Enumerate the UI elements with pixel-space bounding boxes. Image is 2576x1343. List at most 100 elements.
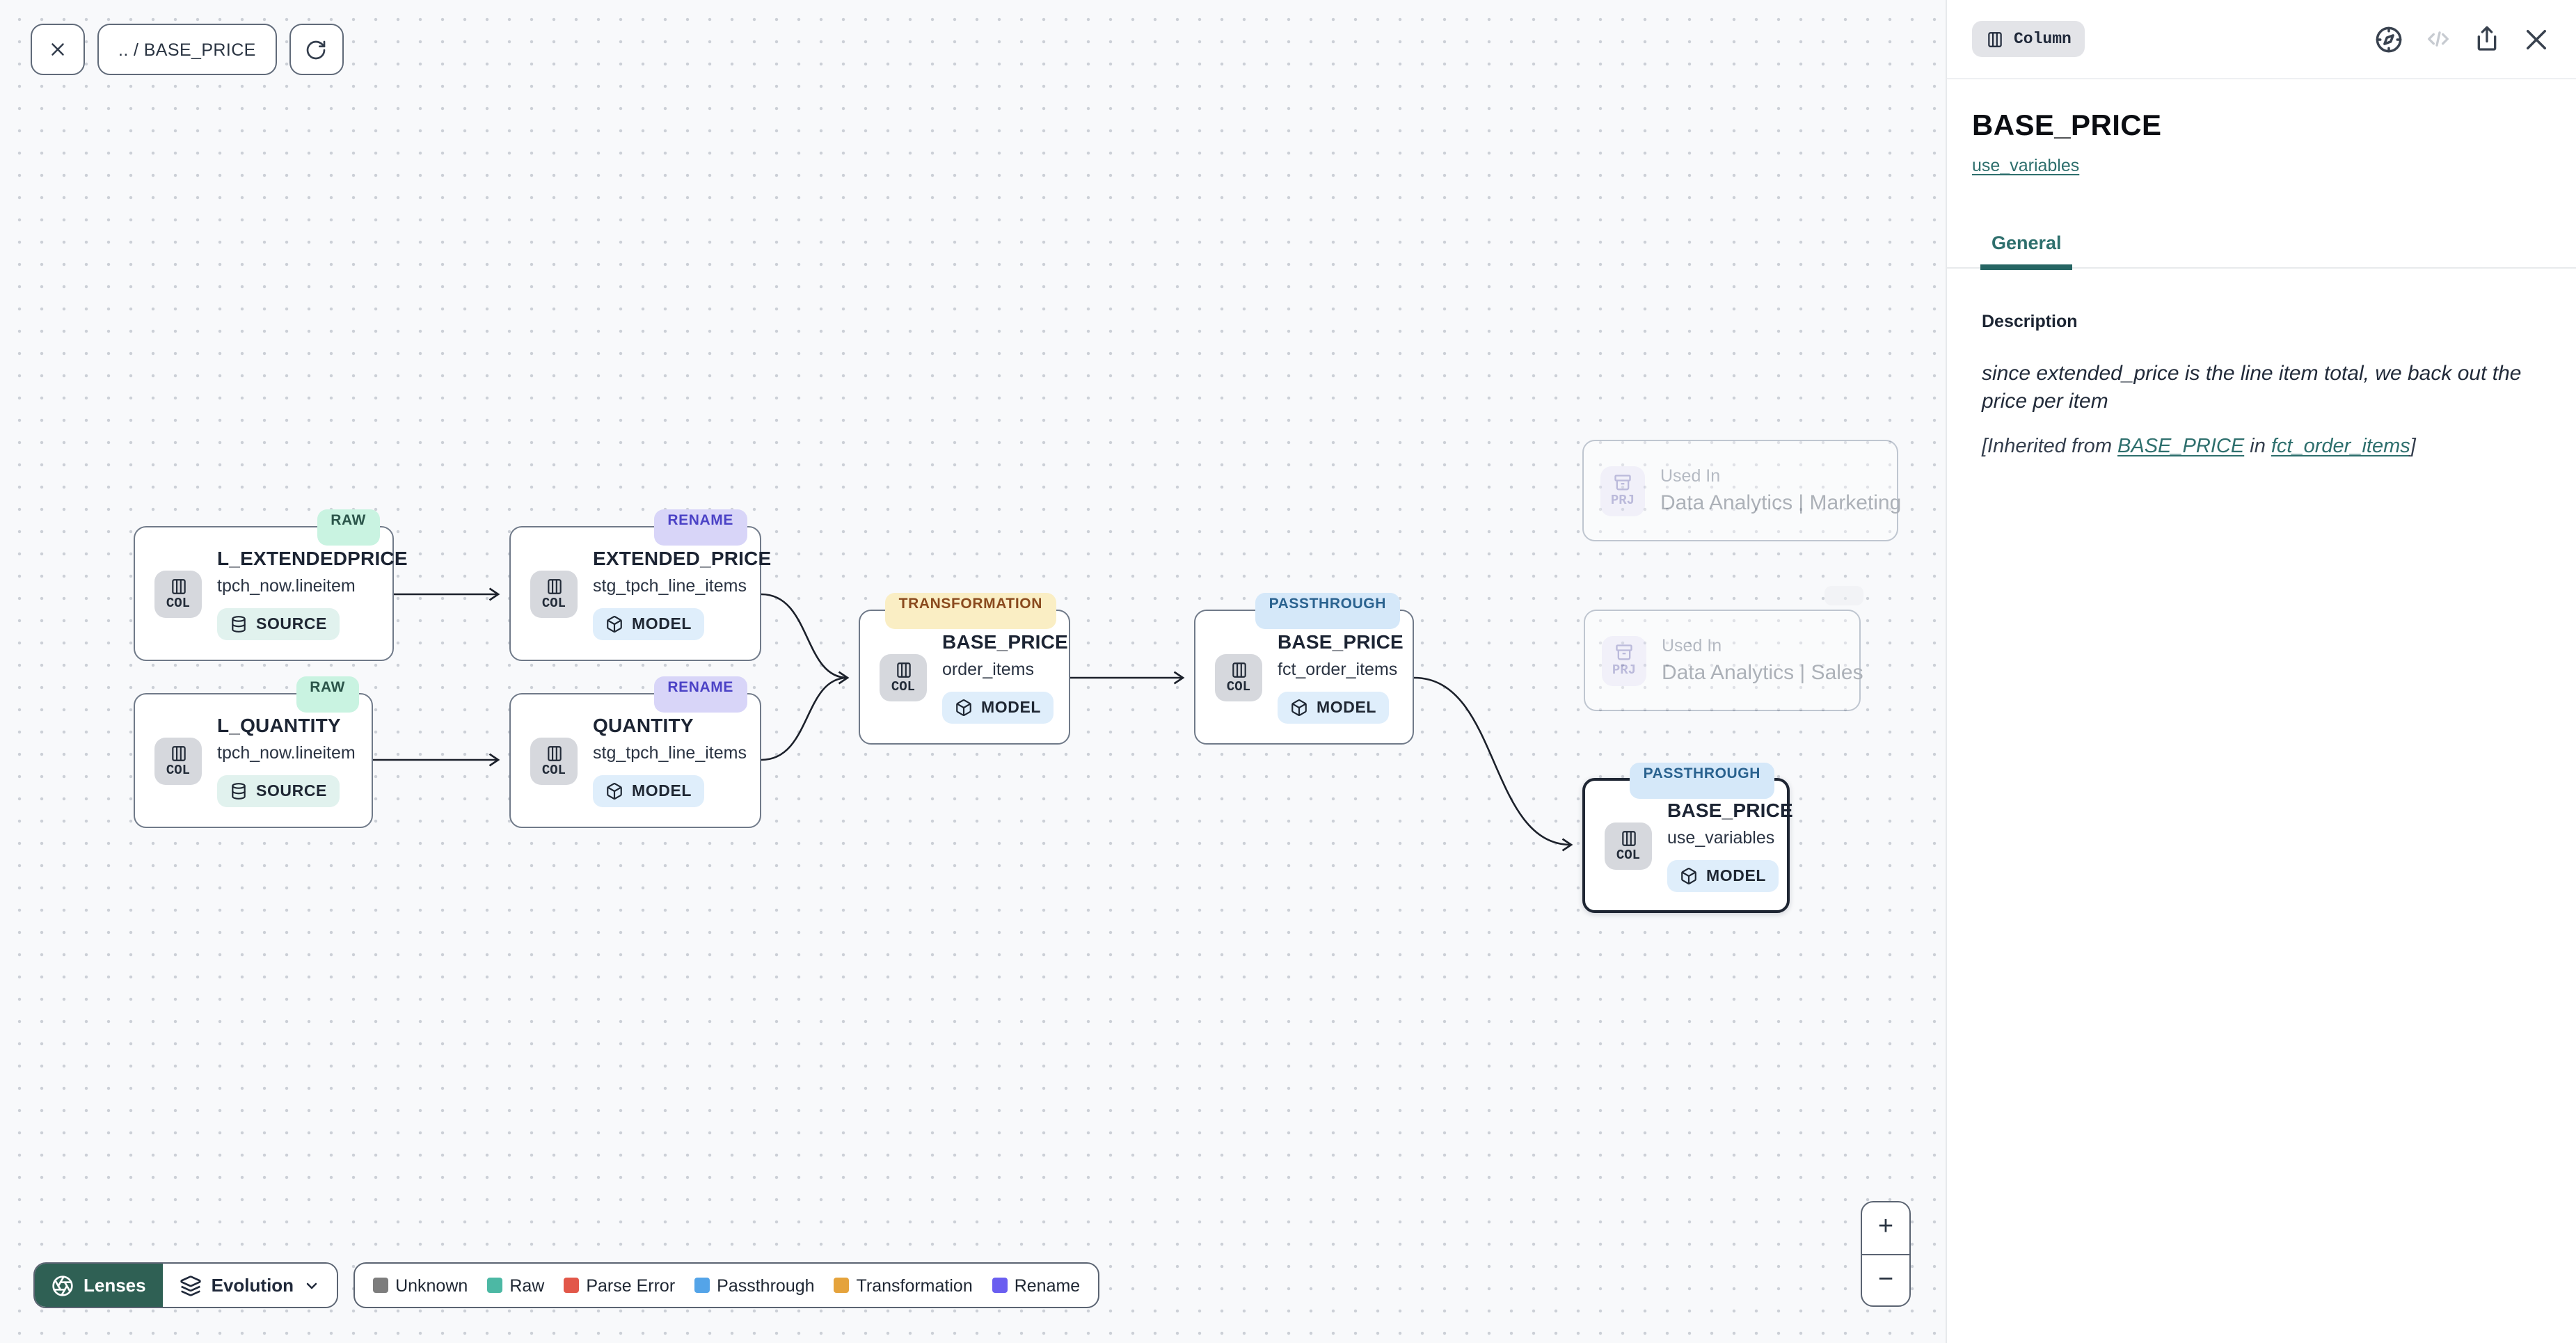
compass-icon — [2376, 26, 2402, 52]
legend-swatch — [834, 1278, 850, 1293]
column-kind-chip: COL — [880, 653, 927, 701]
legend-swatch — [487, 1278, 503, 1293]
description-body: since extended_price is the line item to… — [1982, 362, 2522, 413]
legend-swatch — [694, 1278, 710, 1293]
panel-tabs: General — [1947, 232, 2576, 270]
used-in-name: Data Analytics | Marketing — [1660, 491, 1902, 514]
column-kind-chip: COL — [1215, 653, 1262, 701]
column-icon — [547, 745, 561, 761]
status-badge: PASSTHROUGH — [1629, 763, 1774, 799]
model-link[interactable]: use_variables — [1972, 156, 2080, 175]
node-title: EXTENDED_PRICE — [593, 547, 772, 569]
refresh-icon — [307, 40, 326, 59]
zoom-in-button[interactable]: + — [1862, 1202, 1909, 1255]
node-base-price-fct-order-items[interactable]: PASSTHROUGH COL BASE_PRICE fct_order_ite… — [1194, 593, 1414, 745]
legend-swatch — [564, 1278, 580, 1293]
tab-general[interactable]: General — [1980, 232, 2074, 270]
column-kind-chip: COL — [154, 570, 202, 617]
detail-panel: Column BASE_PRICE use_variables — [1946, 0, 2576, 1343]
node-subtitle: order_items — [942, 660, 1034, 679]
active-lens-label: Evolution — [211, 1275, 294, 1296]
node-type-chip: MODEL — [942, 692, 1054, 724]
panel-title: BASE_PRICE — [1972, 110, 2162, 142]
legend-item-transformation: Transformation — [834, 1276, 973, 1295]
node-subtitle: stg_tpch_line_items — [593, 576, 747, 596]
node-quantity[interactable]: RENAME COL QUANTITY stg_tpch_line_items … — [509, 676, 761, 828]
close-icon — [2527, 29, 2546, 49]
status-badge: RENAME — [653, 676, 747, 713]
node-subtitle: stg_tpch_line_items — [593, 743, 747, 763]
detail-panel-header: Column — [1947, 0, 2576, 79]
column-icon — [171, 745, 185, 761]
node-l-extendedprice[interactable]: RAW COL L_EXTENDEDPRICE tpch_now.lineite… — [134, 509, 408, 661]
status-badge: PASSTHROUGH — [1255, 593, 1400, 629]
project-archive-icon — [1616, 644, 1632, 660]
edge-extendedprice-baseprice — [761, 593, 850, 685]
column-icon — [1621, 830, 1635, 846]
node-extended-price[interactable]: RENAME COL EXTENDED_PRICE stg_tpch_line_… — [509, 509, 771, 661]
legend-item-unknown: Unknown — [373, 1276, 468, 1295]
legend-item-rename: Rename — [992, 1276, 1080, 1295]
node-type-chip: SOURCE — [217, 775, 340, 807]
node-title: BASE_PRICE — [942, 630, 1068, 653]
legend-item-raw: Raw — [487, 1276, 544, 1295]
legend-item-passthrough: Passthrough — [694, 1276, 815, 1295]
aperture-icon — [52, 1275, 73, 1296]
lens-legend: Unknown Raw Parse Error Passthrough Tran… — [353, 1262, 1100, 1308]
model-cube-icon — [1291, 699, 1307, 716]
node-type-chip: MODEL — [1278, 692, 1390, 724]
node-subtitle: fct_order_items — [1278, 660, 1398, 679]
close-icon — [51, 43, 64, 56]
node-subtitle: use_variables — [1667, 828, 1775, 848]
node-title: QUANTITY — [593, 714, 694, 736]
column-kind-chip: COL — [1605, 822, 1652, 869]
inherited-column-link[interactable]: BASE_PRICE — [2117, 436, 2245, 458]
zoom-controls: + − — [1861, 1201, 1911, 1307]
lens-bar: Lenses Evolution Unknown Raw — [33, 1262, 1100, 1308]
layers-icon — [180, 1275, 201, 1296]
entity-type-badge: Column — [1972, 21, 2085, 57]
code-icon — [2428, 31, 2449, 47]
breadcrumb-label: .. / BASE_PRICE — [118, 40, 256, 59]
project-archive-icon — [1614, 475, 1631, 491]
column-icon — [1232, 662, 1246, 678]
close-panel-button[interactable] — [2522, 24, 2551, 54]
model-cube-icon — [956, 699, 971, 716]
node-subtitle: tpch_now.lineitem — [217, 743, 356, 763]
status-badge: RAW — [296, 676, 359, 713]
code-button[interactable] — [2424, 25, 2452, 53]
inherited-model-link[interactable]: fct_order_items — [2271, 436, 2410, 458]
column-kind-chip: COL — [530, 737, 578, 784]
lens-selector-evolution[interactable]: Evolution — [162, 1264, 337, 1307]
model-cube-icon — [1681, 868, 1696, 884]
breadcrumb[interactable]: .. / BASE_PRICE — [97, 24, 277, 75]
column-icon — [896, 662, 910, 678]
edge-fctorderitems-usevariables — [1413, 676, 1573, 852]
node-type-chip: MODEL — [593, 775, 705, 807]
legend-swatch — [373, 1278, 389, 1293]
legend-item-parse-error: Parse Error — [564, 1276, 675, 1295]
node-type-chip: SOURCE — [217, 608, 340, 640]
used-in-card-sales[interactable]: PRJ Used In Data Analytics | Sales — [1584, 610, 1863, 711]
used-in-label: Used In — [1662, 635, 1722, 655]
zoom-out-button[interactable]: − — [1877, 1264, 1894, 1294]
used-in-card-marketing[interactable]: PRJ Used In Data Analytics | Marketing — [1582, 440, 1902, 541]
column-icon — [171, 578, 185, 594]
column-icon — [547, 578, 561, 594]
faded-badge — [1824, 586, 1863, 605]
explore-button[interactable] — [2374, 24, 2403, 54]
close-lineage-button[interactable] — [31, 24, 85, 75]
status-badge: RAW — [317, 509, 380, 546]
lenses-button[interactable]: Lenses — [35, 1264, 163, 1307]
inherited-note: [Inherited from BASE_PRICE in fct_order_… — [1982, 436, 2416, 458]
share-button[interactable] — [2473, 25, 2501, 53]
description-section: Description since extended_price is the … — [1947, 269, 2576, 458]
column-kind-chip: COL — [154, 737, 202, 784]
used-in-name: Data Analytics | Sales — [1662, 660, 1863, 684]
node-base-price-order-items[interactable]: TRANSFORMATION COL BASE_PRICE order_item… — [859, 593, 1070, 745]
project-kind-chip: PRJ — [1600, 466, 1645, 516]
node-l-quantity[interactable]: RAW COL L_QUANTITY tpch_now.lineitem SOU… — [134, 676, 373, 828]
refresh-button[interactable] — [289, 24, 344, 75]
node-base-price-use-variables[interactable]: PASSTHROUGH COL BASE_PRICE use_variables… — [1582, 763, 1793, 913]
node-subtitle: tpch_now.lineitem — [217, 576, 356, 596]
